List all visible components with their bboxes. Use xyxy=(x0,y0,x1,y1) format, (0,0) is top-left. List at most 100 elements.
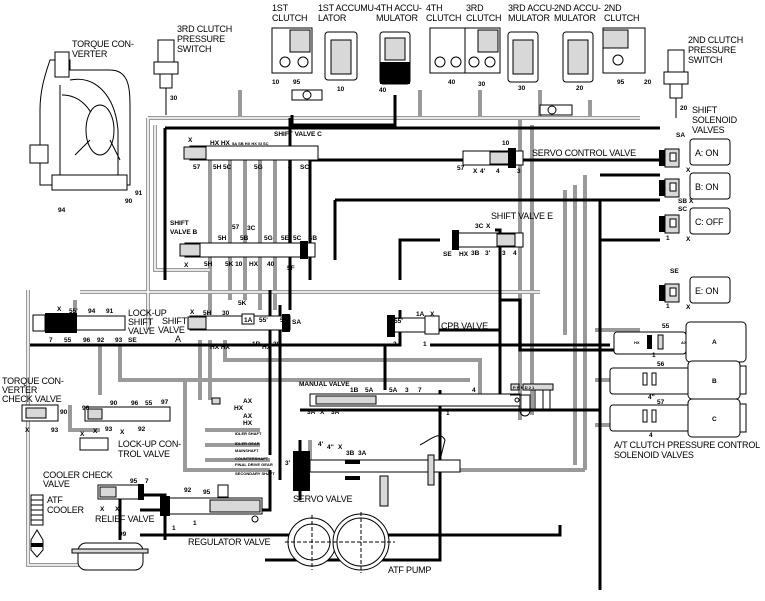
cooler-check-valve-label-2: VALVE xyxy=(43,479,70,489)
second-clutch xyxy=(602,27,646,74)
lubrication-list: AX HX AX HX IDLER SHAFT IDLER GEAR MAINS… xyxy=(211,397,275,476)
mv-port-5a: 5A xyxy=(365,387,374,394)
sv-port-x: X xyxy=(338,444,343,451)
second-accumulator-label: 2ND ACCU- xyxy=(554,3,601,13)
sv-c-port-5g: 5G xyxy=(254,164,263,171)
lusv-port-93: 93 xyxy=(115,337,123,344)
lusv-port-94: 94 xyxy=(88,308,96,315)
fourth-accumulator xyxy=(379,31,411,85)
pcs-c-port-4: 4 xyxy=(649,432,653,439)
check-ball-1st xyxy=(302,90,312,100)
manual-valve xyxy=(309,383,554,417)
sve-port-hx: HX xyxy=(459,251,469,258)
mv-port-4: 4 xyxy=(472,387,476,394)
fourth-clutch xyxy=(429,27,466,74)
lusv-port-96: 96 xyxy=(83,337,91,344)
port-20-acc2: 20 xyxy=(576,85,584,92)
third-clutch-label: 3RD xyxy=(466,3,484,13)
atf-cooler-label: ATF xyxy=(47,495,63,505)
third-clutch-pressure-switch xyxy=(153,39,179,115)
sv-c-port-top: 5A SB HX HX SI SC xyxy=(232,141,269,146)
mv-port-3a-2: 3A xyxy=(331,409,340,416)
lube-hx-2: HX xyxy=(243,420,253,427)
lusv-port-92: 92 xyxy=(97,337,105,344)
sve-port-4: 4 xyxy=(513,250,517,257)
sv-b-port-40: 40 xyxy=(267,261,275,268)
servo-valve-label: SERVO VALVE xyxy=(293,494,353,504)
sva-port-x: X xyxy=(190,309,195,316)
third-clutch-pressure-switch-label-3: SWITCH xyxy=(177,44,211,54)
lube-final-drive-gear: FINAL DRIVE GEAR xyxy=(235,462,273,467)
shift-solenoid-e-port: SE xyxy=(670,268,679,275)
lucv-port-93: 93 xyxy=(105,426,113,433)
cooler-check-valve-label: COOLER CHECK xyxy=(43,470,113,480)
reg-port-92: 92 xyxy=(184,487,192,494)
lucv-port-97: 97 xyxy=(161,399,169,406)
tc-port-94: 94 xyxy=(58,207,66,214)
shift-solenoid-a-x: X xyxy=(686,167,691,174)
lucv-port-x: X xyxy=(93,428,98,435)
reg-port-1b: 1 xyxy=(193,520,197,527)
cpb-port-3: 3 xyxy=(393,341,397,348)
port-20-switch: 20 xyxy=(680,105,688,112)
lusv-port-55: 55 xyxy=(64,337,72,344)
first-clutch-label: 1ST xyxy=(272,3,289,13)
fourth-clutch-label: 4TH xyxy=(426,3,442,13)
sv-b-port-5e: 5E xyxy=(281,235,290,242)
cpb-port-1: 1 xyxy=(423,341,427,348)
sva-port-1a: 1A xyxy=(244,317,253,324)
torque-converter-label-2: VERTER xyxy=(72,49,108,59)
manual-valve-label: MANUAL VALVE xyxy=(299,381,350,388)
sva-port-20: 20 xyxy=(273,341,281,348)
shift-valve-c-label: SHIFT VALVE C xyxy=(274,131,322,138)
pressure-control-solenoid-c xyxy=(609,398,747,438)
sva-port-30: 30 xyxy=(222,310,230,317)
shift-solenoid-e-x: X xyxy=(686,304,691,311)
second-accumulator xyxy=(562,31,594,83)
first-accumulator-label-2: LATOR xyxy=(318,13,347,23)
lube-mainshaft: MAINSHAFT xyxy=(235,448,259,453)
sve-port-3b: 3B xyxy=(471,250,480,257)
sve-port-3c: 3C xyxy=(475,223,484,230)
shift-valve-e xyxy=(452,230,524,250)
port-95-c2: 95 xyxy=(617,79,625,86)
sva-port-5f: 5F xyxy=(280,317,288,324)
pressure-control-solenoid-a xyxy=(613,321,747,363)
scv-port-4p: 4' xyxy=(480,168,486,175)
shift-solenoid-c-state: C: OFF xyxy=(695,217,724,227)
pcs-b-port-4pp: 4'' xyxy=(648,394,655,401)
lusv-port-55p: 55' xyxy=(69,308,78,315)
pcs-a-ax: AX xyxy=(681,340,687,345)
shift-valve-c xyxy=(183,145,319,161)
shift-solenoid-a-state: A: ON xyxy=(695,148,719,158)
black-fluid-lines xyxy=(30,95,660,590)
third-accumulator xyxy=(507,31,539,83)
tc-check-valve-label-3: CHECK VALVE xyxy=(2,394,62,404)
servo-control-valve xyxy=(462,148,524,168)
shift-solenoid-e-port1: 1 xyxy=(666,303,670,310)
shift-valve-b-label: SHIFT xyxy=(170,220,189,227)
sve-port-x: X xyxy=(486,223,491,230)
port-40-c4: 40 xyxy=(448,79,456,86)
shift-solenoid-b xyxy=(659,172,731,200)
shift-valve-a xyxy=(187,313,291,332)
second-clutch-pressure-switch xyxy=(663,49,689,118)
check-ball-2nd xyxy=(547,105,557,115)
lube-secondary-shaft: SECONDARY SHAFT xyxy=(235,471,275,476)
cpb-port-x: X xyxy=(430,311,435,318)
port-40-acc4: 40 xyxy=(379,87,387,94)
cpb-valve-label: CPB VALVE xyxy=(441,321,488,331)
tccv-port-93: 93 xyxy=(51,427,59,434)
atf-cooler-label-2: COOLER xyxy=(47,505,85,515)
tc-port-90: 90 xyxy=(125,198,133,205)
sv-port-3b: 3B xyxy=(346,450,355,457)
second-clutch-pressure-switch-label-3: SWITCH xyxy=(688,55,722,65)
pcs-b-port: 56 xyxy=(657,361,665,368)
shift-solenoid-b-port: SB xyxy=(678,198,687,205)
first-accumulator xyxy=(324,31,358,81)
first-accumulator-label: 1ST ACCUMU- xyxy=(318,3,377,13)
reg-port-1: 1 xyxy=(172,525,176,532)
sv-b-port-sb: SB xyxy=(308,235,317,242)
tccv-port-x: X xyxy=(25,427,30,434)
atf-pump xyxy=(285,512,395,573)
